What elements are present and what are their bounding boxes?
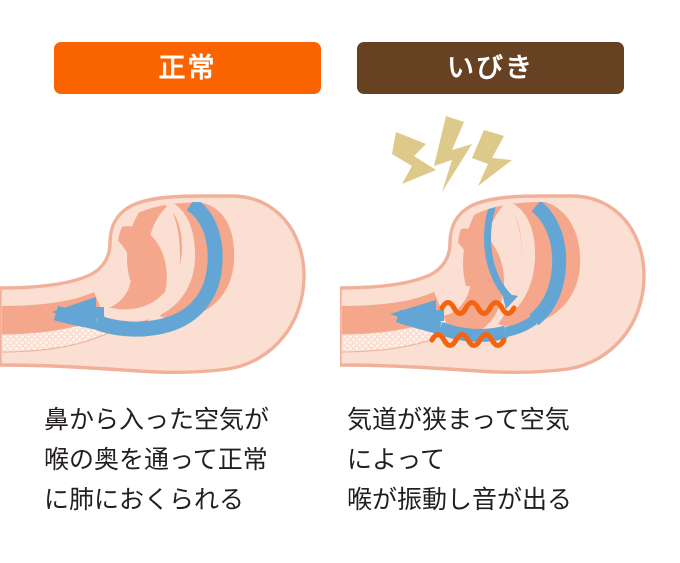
caption-snore: 気道が狭まって空気 によって 喉が振動し音が出る	[340, 400, 680, 520]
snoring-airway-head-diagram	[340, 110, 680, 390]
caption-line: 喉の奥を通って正常	[44, 446, 268, 474]
caption-line: に肺におくられる	[44, 486, 245, 514]
blue-airflow-arrow	[52, 202, 223, 337]
open-airway	[104, 202, 196, 323]
panel-snore: いびき	[340, 0, 680, 563]
bolt-icon-left	[392, 132, 436, 184]
caption-normal: 鼻から入った空気が 喉の奥を通って正常 に肺におくられる	[0, 400, 340, 520]
badge-snore-label: いびき	[447, 52, 534, 83]
blue-airflow-arrow-exit	[390, 300, 508, 342]
vibration-squiggle-upper	[439, 300, 517, 316]
caption-line: 喉が振動し音が出る	[347, 486, 573, 514]
badge-normal: 正常	[54, 42, 321, 94]
blue-airflow-arrow-throat	[504, 202, 567, 337]
narrowed-airway	[500, 202, 536, 316]
tongue	[98, 226, 167, 330]
caption-line: 鼻から入った空気が	[44, 406, 270, 434]
bolt-icon-right	[472, 130, 512, 186]
normal-airway-head-diagram	[0, 110, 340, 390]
vibration-squiggle-lower	[429, 332, 507, 348]
caption-line: によって	[347, 446, 446, 474]
sound-bolt-icons	[392, 116, 512, 192]
caption-line: 気道が狭まって空気	[347, 406, 570, 434]
panel-normal: 正常	[0, 42, 340, 520]
blue-airflow-arrow-mouth	[484, 204, 518, 309]
badge-normal-label: 正常	[158, 52, 217, 83]
bolt-icon-center	[434, 116, 472, 192]
badge-snore: いびき	[357, 42, 624, 94]
